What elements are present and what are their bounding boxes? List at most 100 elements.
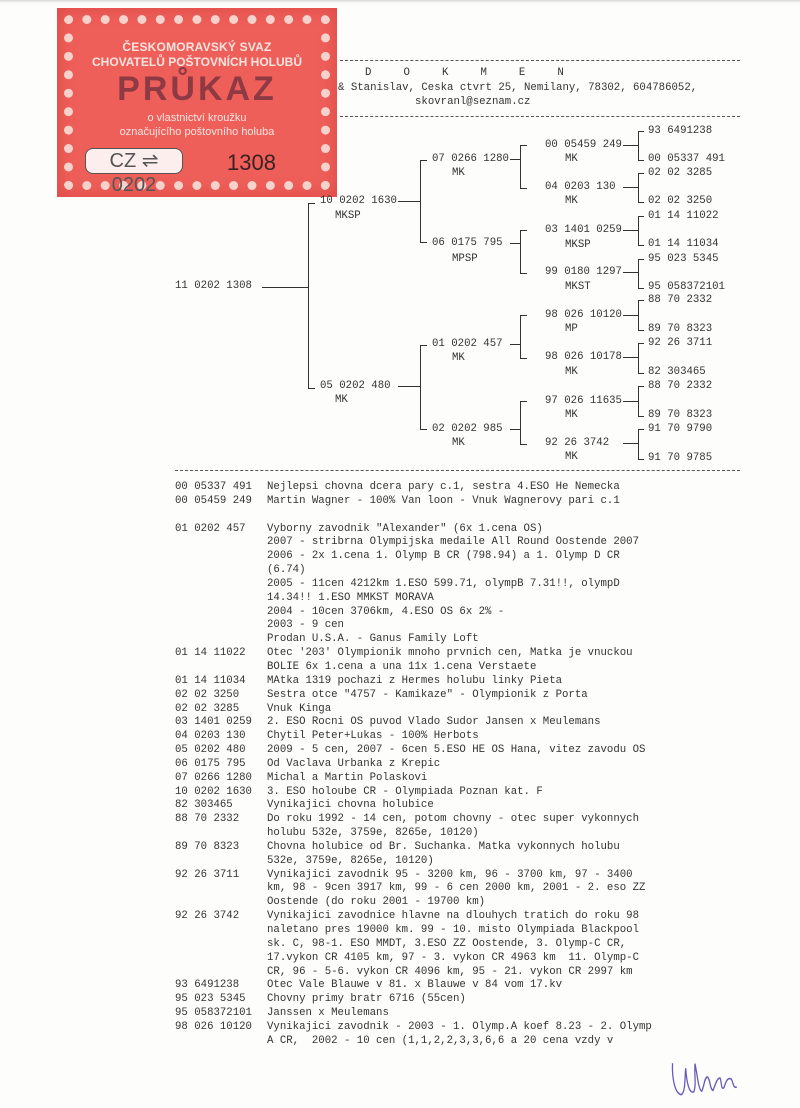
note-text: CR, 96 - 5-6. vykon CR 4096 km, 95 - 21.… bbox=[267, 965, 633, 978]
ring-number: 1308 bbox=[227, 150, 276, 175]
note-ring-id bbox=[175, 578, 267, 592]
note-ring-id bbox=[175, 1035, 267, 1049]
gen4-ring: 99 0180 1297 bbox=[545, 266, 622, 278]
connector bbox=[510, 243, 520, 244]
note-ring-id bbox=[175, 536, 267, 550]
gen5-ring: 88 70 2332 bbox=[648, 380, 713, 392]
note-ring-id: 07 0266 1280 bbox=[175, 771, 252, 784]
owner-email: skovranl@seznam.cz bbox=[415, 96, 531, 108]
note-ring-id bbox=[175, 924, 267, 938]
note-ring-id: 01 0202 457 bbox=[175, 522, 246, 535]
gen4-tag: MKSP bbox=[565, 239, 591, 251]
connector bbox=[623, 357, 638, 358]
note-entry: 01 0202 457 Vyborny zavodnik "Alexander" … bbox=[175, 523, 775, 648]
divider bbox=[340, 116, 740, 117]
note-line: 92 26 3742 Vynikajici zavodnice hlavne na… bbox=[175, 910, 775, 924]
gen5-ring: 01 14 11022 bbox=[648, 210, 719, 222]
bracket bbox=[420, 345, 427, 430]
gen4-tag: MK bbox=[565, 195, 578, 207]
note-ring-id bbox=[175, 896, 267, 910]
note-text: Prodan U.S.A. - Ganus Family Loft bbox=[267, 633, 479, 646]
note-text: 2003 - 9 cen bbox=[267, 619, 344, 632]
note-ring-id: 01 14 11022 bbox=[175, 647, 246, 660]
note-text: 3. ESO holoube CR - Olympiada Poznan kat… bbox=[267, 785, 543, 798]
stamp-subtitle2: označujícího poštovního holuba bbox=[119, 126, 275, 138]
connector bbox=[623, 187, 638, 188]
document-title: D O K M E N bbox=[365, 67, 564, 79]
note-text: Vynikajici chovna holubice bbox=[267, 799, 434, 812]
note-line: 2005 - 11cen 4212km 1.ESO 599.71, olympB… bbox=[175, 578, 775, 592]
connector bbox=[262, 287, 308, 288]
gen4-tag: MK bbox=[565, 366, 578, 378]
note-ring-id: 00 05459 249 bbox=[175, 494, 252, 507]
signature-scribble bbox=[671, 1063, 738, 1096]
note-ring-id: 03 1401 0259 bbox=[175, 716, 252, 729]
note-line: 17.vykon CR 4105 km, 97 - 3. vykon CR 49… bbox=[175, 952, 775, 966]
gen5-ring: 93 6491238 bbox=[648, 125, 713, 137]
connector bbox=[623, 230, 638, 231]
note-line: 2006 - 2x 1.cena 1. Olymp B CR (798.94) … bbox=[175, 550, 775, 564]
note-ring-id: 89 70 8323 bbox=[175, 840, 240, 853]
gen3-ring: 01 0202 457 bbox=[432, 338, 503, 350]
gen5-ring: 95 023 5345 bbox=[648, 253, 719, 265]
gen5-ring: 91 70 9785 bbox=[648, 452, 713, 464]
note-ring-id: 95 023 5345 bbox=[175, 993, 246, 1006]
connector bbox=[623, 443, 638, 444]
connector bbox=[623, 272, 638, 273]
stamp-org-line2: CHOVATELŮ POŠTOVNÍCH HOLUBŮ bbox=[91, 55, 302, 69]
note-line: A CR, 2002 - 10 cen (1,1,2,2,3,3,6,6 a 2… bbox=[175, 1035, 775, 1049]
note-text: Vynikajici zavodnice hlavne na dlouhych … bbox=[267, 910, 639, 923]
gen4-ring: 98 026 10178 bbox=[545, 351, 622, 363]
note-ring-id: 92 26 3742 bbox=[175, 910, 240, 923]
note-line: 01 0202 457 Vyborny zavodnik "Alexander" … bbox=[175, 523, 775, 537]
note-text: Vyborny zavodnik "Alexander" (6x 1.cena … bbox=[267, 522, 543, 535]
gen3-tag: MK bbox=[452, 167, 465, 179]
gen5-ring: 91 70 9790 bbox=[648, 423, 713, 435]
owner-address: & Stanislav, Ceska ctvrt 25, Nemilany, 7… bbox=[338, 82, 698, 94]
note-text: Vnuk Kinga bbox=[267, 702, 332, 715]
note-ring-id bbox=[175, 509, 267, 523]
note-ring-id bbox=[175, 550, 267, 564]
gen5-ring: 00 05337 491 bbox=[648, 153, 725, 165]
gen3-tag: MPSP bbox=[452, 253, 478, 265]
note-entry: 92 26 3742 Vynikajici zavodnice hlavne na… bbox=[175, 910, 775, 979]
note-text: Nejlepsi chovna dcera pary c.1, sestra 4… bbox=[267, 481, 620, 493]
gen4-tag: MK bbox=[565, 409, 578, 421]
note-ring-id bbox=[175, 882, 267, 896]
handwritten-signature bbox=[667, 1053, 742, 1108]
note-ring-id: 06 0175 795 bbox=[175, 757, 246, 770]
note-line bbox=[175, 509, 775, 523]
gen4-ring: 97 026 11635 bbox=[545, 395, 622, 407]
connector bbox=[398, 386, 420, 387]
note-ring-id bbox=[175, 592, 267, 606]
gen5-ring: 95 058372101 bbox=[648, 281, 725, 293]
gen3-ring: 06 0175 795 bbox=[432, 237, 503, 249]
gen4-ring: 03 1401 0259 bbox=[545, 224, 622, 236]
note-ring-id bbox=[175, 564, 267, 578]
bracket bbox=[638, 386, 644, 417]
connector bbox=[623, 401, 638, 402]
gen3-ring: 02 0202 985 bbox=[432, 423, 503, 435]
bracket bbox=[520, 145, 527, 189]
note-entry bbox=[175, 509, 775, 523]
bracket bbox=[638, 173, 644, 203]
note-line: 2007 - stribrna Olympijska medaile All R… bbox=[175, 536, 775, 550]
note-ring-id: 04 0203 130 bbox=[175, 730, 246, 743]
